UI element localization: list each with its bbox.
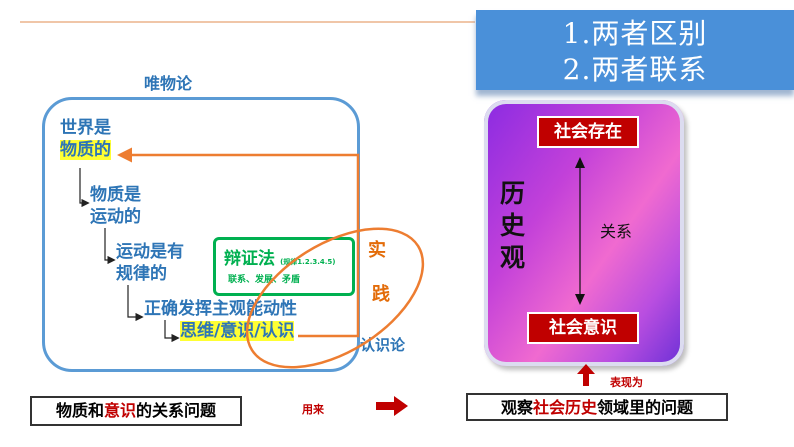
dialectics-title: 辩证法 bbox=[224, 249, 275, 269]
practice-loop-arrow bbox=[117, 147, 360, 338]
manifested-arrow bbox=[577, 364, 595, 386]
practice-char-2: 践 bbox=[372, 284, 390, 305]
observe-history-box: 观察社会历史领域里的问题 bbox=[466, 393, 728, 421]
bottom-prefix: 物质和 bbox=[55, 401, 104, 420]
bottom-highlight: 意识 bbox=[103, 401, 136, 420]
law-line-2: 规律的 bbox=[116, 264, 167, 284]
dialectics-subtitle: 联系、发展、矛盾 bbox=[228, 275, 301, 285]
social-consciousness-box: 社会意识 bbox=[527, 312, 639, 344]
world-is-material-block: 世界是 物质的 bbox=[60, 117, 111, 161]
dialectics-note: (规律1.2.3.4.5) bbox=[280, 258, 336, 266]
practice-ellipse bbox=[245, 227, 425, 369]
step-connector-3 bbox=[127, 285, 144, 322]
initiative-line-2: 思维/意识/认识 bbox=[180, 321, 295, 341]
initiative-block: 正确发挥主观能动性 思维/意识/认识 bbox=[144, 298, 297, 342]
used-for-label: 用来 bbox=[302, 403, 324, 416]
manifested-as-label: 表现为 bbox=[610, 376, 643, 389]
observe-prefix: 观察 bbox=[500, 398, 533, 417]
law-line-1: 运动是有 bbox=[116, 242, 184, 262]
step-connector-2 bbox=[104, 228, 116, 265]
motion-line-2: 运动的 bbox=[90, 207, 141, 227]
motion-line-1: 物质是 bbox=[90, 185, 141, 205]
dialectics-box: 辩证法 (规律1.2.3.4.5) 联系、发展、矛盾 bbox=[213, 237, 355, 296]
social-existence-box: 社会存在 bbox=[537, 116, 639, 148]
hist-char-1: 历 bbox=[500, 179, 526, 208]
relation-label: 关系 bbox=[600, 222, 633, 241]
initiative-line-1: 正确发挥主观能动性 bbox=[144, 299, 297, 319]
practice-char-1: 实 bbox=[368, 240, 386, 261]
observe-suffix: 领域里的问题 bbox=[597, 398, 694, 417]
epistemology-label: 认识论 bbox=[360, 336, 406, 354]
matter-consciousness-box: 物质和意识的关系问题 bbox=[30, 396, 242, 426]
used-for-arrow bbox=[376, 396, 408, 416]
world-line-2: 物质的 bbox=[60, 140, 111, 160]
history-view-label: 历 史 观 bbox=[500, 178, 525, 274]
title-box: 1.两者区别 2.两者联系 bbox=[476, 10, 794, 90]
materialism-label: 唯物论 bbox=[144, 74, 193, 93]
step-connector-1 bbox=[79, 168, 90, 208]
step-connector-4 bbox=[164, 320, 180, 343]
top-divider bbox=[20, 21, 475, 23]
title-line-1: 1.两者区别 bbox=[562, 17, 708, 50]
observe-highlight: 社会历史 bbox=[532, 398, 597, 417]
title-line-2: 2.两者联系 bbox=[562, 53, 708, 86]
bottom-suffix: 的关系问题 bbox=[136, 401, 217, 420]
hist-char-3: 观 bbox=[500, 243, 526, 272]
world-line-1: 世界是 bbox=[60, 118, 111, 138]
hist-char-2: 史 bbox=[500, 211, 526, 240]
motion-has-law-block: 运动是有 规律的 bbox=[116, 241, 184, 285]
matter-in-motion-block: 物质是 运动的 bbox=[90, 184, 141, 228]
